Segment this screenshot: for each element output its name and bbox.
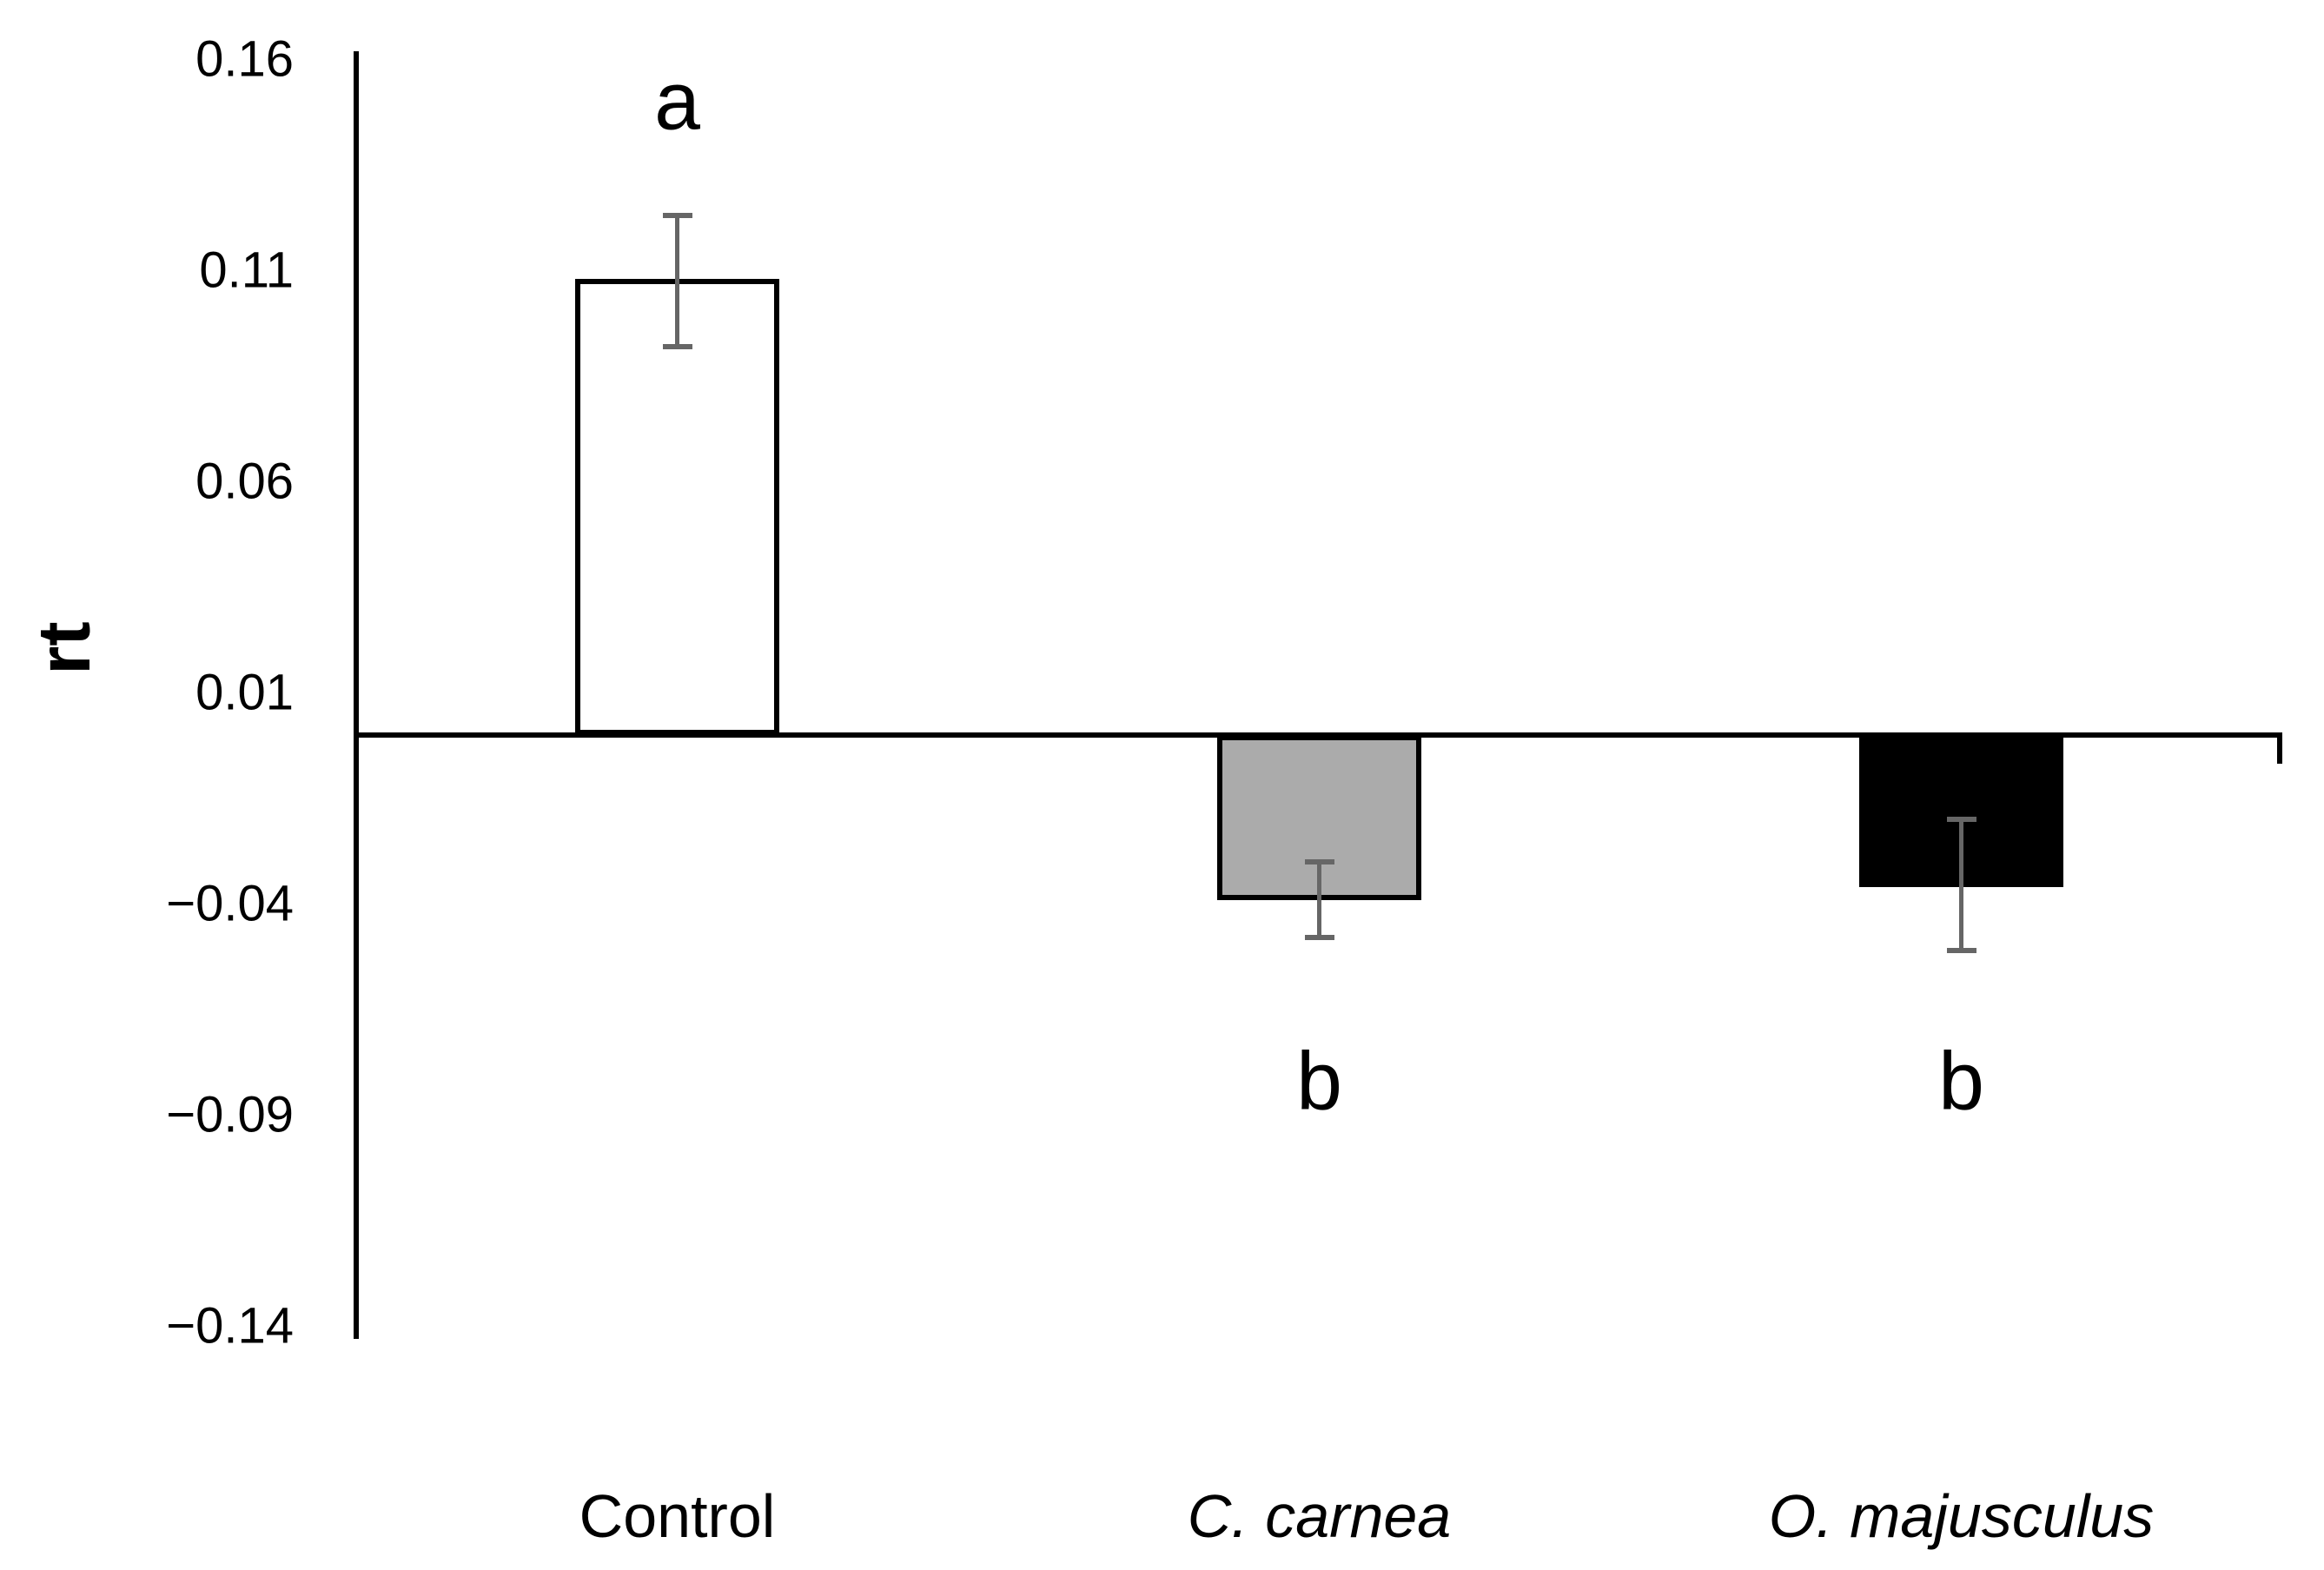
y-tick-label-0-01: 0.01 (195, 664, 294, 721)
y-tick-label-0-04: −0.04 (166, 875, 294, 932)
y-tick-label-0-16: 0.16 (195, 30, 294, 88)
error-bar-c-carnea (1317, 861, 1321, 938)
x-category-label-c-carnea: C. carnea (1187, 1482, 1452, 1550)
significance-letter-control: a (654, 55, 700, 148)
y-tick-label-0-09: −0.09 (166, 1086, 294, 1143)
error-bar-cap-bottom-control (662, 343, 692, 349)
y-tick-label-0-14: −0.14 (166, 1297, 294, 1355)
y-tick-label-0-06: 0.06 (195, 453, 294, 510)
error-bar-cap-bottom-c-carnea (1304, 935, 1334, 941)
y-tick-label-0-11: 0.11 (199, 242, 294, 299)
x-category-label-o-majusculus: O. majusculus (1768, 1482, 2155, 1550)
error-bar-cap-top-c-carnea (1304, 858, 1334, 864)
significance-letter-c-carnea: b (1296, 1035, 1342, 1128)
error-bar-o-majusculus (1959, 819, 1963, 951)
error-bar-cap-top-o-majusculus (1946, 817, 1976, 823)
x-category-label-control: Control (579, 1482, 776, 1550)
x-axis-end-tick (2277, 732, 2282, 764)
error-bar-cap-top-control (662, 213, 692, 219)
error-bar-control (675, 215, 679, 347)
y-axis-title: rt (23, 621, 106, 675)
y-axis-line (354, 50, 359, 1339)
significance-letter-o-majusculus: b (1938, 1035, 1984, 1128)
error-bar-cap-bottom-o-majusculus (1946, 947, 1976, 953)
